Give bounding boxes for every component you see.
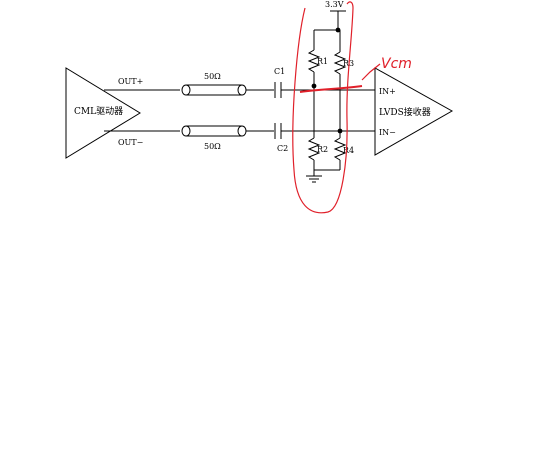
out-minus-label: OUT− — [118, 138, 143, 147]
z-top-label: 50Ω — [204, 72, 221, 81]
in-minus-label: IN− — [379, 128, 396, 137]
cml-driver-symbol — [65, 67, 141, 159]
annotation-outline-loop — [292, 1, 354, 214]
r2-label: R2 — [317, 145, 328, 154]
out-plus-label: OUT+ — [118, 77, 143, 86]
annotation-vcm-stroke — [299, 85, 363, 93]
transmission-line-top — [181, 84, 274, 96]
junction-in-plus — [311, 83, 317, 89]
lvds-receiver-symbol — [374, 67, 454, 156]
in-plus-label: IN+ — [379, 87, 396, 96]
r4-label: R4 — [343, 146, 354, 155]
resistor-r2 — [307, 90, 321, 176]
annotation-vcm-label: Vcm — [381, 56, 412, 72]
c1-label: C1 — [274, 67, 285, 76]
driver-label: CML驱动器 — [74, 106, 123, 117]
receiver-label: LVDS接收器 — [379, 106, 431, 118]
z-bottom-label: 50Ω — [204, 142, 221, 151]
r1-label: R1 — [317, 57, 328, 66]
c2-label: C2 — [277, 144, 288, 153]
transmission-line-bottom — [181, 125, 274, 137]
supply-label: 3.3V — [325, 0, 344, 9]
ground-symbol — [306, 170, 322, 183]
capacitor-c2 — [274, 123, 375, 139]
junction-top-rail — [335, 27, 341, 33]
junction-in-minus — [337, 128, 343, 134]
annotation-pointer-stroke — [361, 63, 381, 81]
